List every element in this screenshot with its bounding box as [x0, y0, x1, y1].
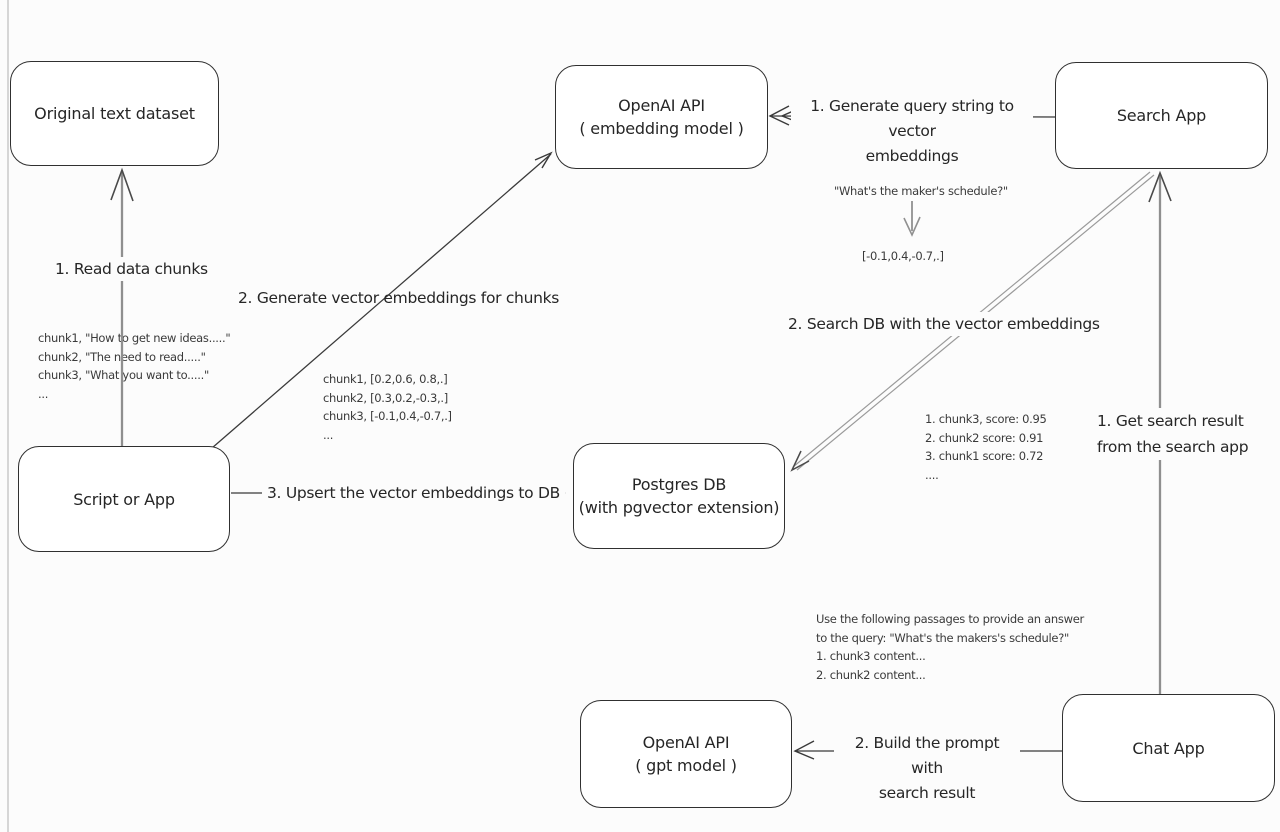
edge-label-line: 1. Generate query string to vector — [810, 97, 1014, 140]
annotation-query-string: "What's the maker's schedule?" — [834, 184, 1008, 198]
node-original-text-dataset: Original text dataset — [10, 61, 219, 166]
node-label: OpenAI API — [618, 96, 705, 115]
edge-label-generate-embeddings: 2. Generate vector embeddings for chunks — [238, 289, 560, 307]
annotation-line: 1. chunk3, score: 0.95 — [925, 412, 1047, 426]
node-label: Postgres DB — [631, 475, 727, 494]
node-label: Search App — [1116, 106, 1207, 125]
annotation-search-scores: 1. chunk3, score: 0.95 2. chunk2 score: … — [925, 410, 1047, 484]
annotation-line: chunk3, [-0.1,0.4,-0.7,.] — [323, 409, 452, 423]
annotation-line: chunk1, [0.2,0.6, 0.8,.] — [323, 372, 448, 386]
annotation-line: Use the following passages to provide an… — [816, 612, 1084, 626]
node-label: Chat App — [1132, 738, 1205, 758]
edge-label-read-chunks: 1. Read data chunks — [50, 257, 213, 281]
node-sublabel: (with pgvector extension) — [578, 498, 780, 517]
node-chat-app: Chat App — [1062, 694, 1275, 802]
annotation-line: 2. chunk2 content... — [816, 667, 926, 682]
annotation-line: chunk1, "How to get new ideas....." — [38, 331, 231, 345]
edge-label-line: 2. Build the prompt with — [854, 734, 1000, 777]
edge-label-line: embeddings — [865, 147, 959, 165]
annotation-line: chunk3, "What you want to....." — [38, 368, 209, 382]
node-postgres-db: Postgres DB (with pgvector extension) — [573, 443, 785, 549]
node-label: Original text dataset — [34, 104, 195, 123]
annotation-line: 1. chunk3 content... — [816, 649, 926, 663]
edge-label-line: from the search app — [1097, 438, 1249, 456]
annotation-line: 2. chunk2 score: 0.91 — [925, 430, 1044, 445]
node-search-app: Search App — [1055, 62, 1268, 169]
edge-label-generate-query: 1. Generate query string to vector embed… — [791, 94, 1033, 169]
annotation-line: to the query: "What's the makers's sched… — [816, 630, 1069, 645]
annotation-line: 3. chunk1 score: 0.72 — [925, 449, 1044, 463]
node-openai-embedding: OpenAI API ( embedding model ) — [555, 65, 768, 169]
edge-label-build-prompt: 2. Build the prompt with search result — [834, 731, 1020, 806]
arrow-query-to-vector — [903, 201, 921, 237]
node-script-or-app: Script or App — [18, 446, 230, 552]
node-openai-gpt: OpenAI API ( gpt model ) — [580, 700, 792, 808]
edge-label-upsert: 3. Upsert the vector embeddings to DB — [262, 481, 565, 505]
edge-label-search-db: 2. Search DB with the vector embeddings — [783, 312, 1105, 336]
annotation-chunk-texts: chunk1, "How to get new ideas....." chun… — [38, 329, 231, 403]
annotation-query-vector: [-0.1,0.4,-0.7,.] — [862, 249, 944, 263]
edge-label-line: 1. Get search result — [1097, 412, 1244, 430]
annotation-prompt-text: Use the following passages to provide an… — [816, 610, 1084, 684]
annotation-line: chunk2, [0.3,0.2,-0.3,.] — [323, 390, 448, 405]
arrow-read-data-chunks — [110, 167, 134, 449]
annotation-line: ... — [323, 427, 334, 442]
node-sublabel: ( embedding model ) — [579, 119, 744, 138]
node-label: Script or App — [73, 489, 175, 509]
edge-label-line: search result — [878, 784, 976, 802]
edge-label-get-search-result: 1. Get search result from the search app — [1092, 408, 1254, 460]
annotation-line: ... — [38, 386, 49, 401]
annotation-chunk-vectors: chunk1, [0.2,0.6, 0.8,.] chunk2, [0.3,0.… — [323, 370, 452, 444]
node-sublabel: ( gpt model ) — [635, 756, 737, 775]
arrow-generate-embeddings — [211, 151, 553, 449]
annotation-line: .... — [925, 467, 939, 482]
node-label: OpenAI API — [642, 733, 730, 752]
